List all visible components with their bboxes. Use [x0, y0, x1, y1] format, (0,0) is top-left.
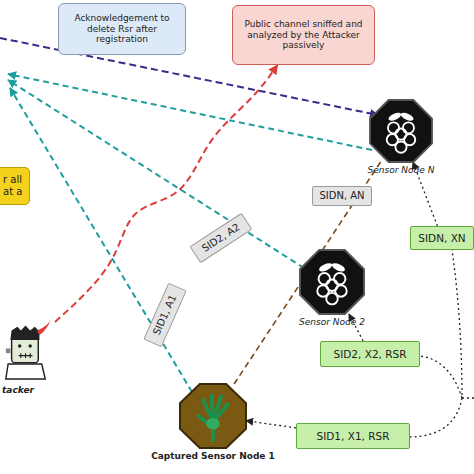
message-box: SID2, X2, RSR	[320, 341, 420, 367]
dotted-wire	[410, 398, 462, 437]
hair-shape	[10, 326, 39, 340]
berry-circle	[319, 273, 331, 285]
octagon-shape	[180, 384, 246, 448]
note-box: Public channel sniffed and analyzed by t…	[232, 5, 375, 65]
node-text: Captured Sensor Node 1	[151, 451, 275, 462]
node-text: Sensor Node 2	[299, 317, 365, 328]
octagon-shape	[370, 100, 432, 162]
attacker-drawing	[6, 318, 51, 379]
body-shape	[6, 364, 45, 379]
octagon-shape	[300, 250, 364, 314]
connector-line	[246, 421, 296, 428]
uplink-line	[8, 80, 304, 268]
horn-shape	[37, 318, 51, 335]
node-text: SIDN, XN	[418, 232, 465, 245]
dotted-wire	[420, 356, 462, 398]
hand-icon	[198, 396, 227, 441]
uplink-line	[8, 74, 372, 150]
node-text: SID1, A1	[151, 293, 179, 337]
sensor-node: Sensor Node 2	[300, 250, 364, 314]
uplink-line	[10, 88, 192, 392]
stitch-mouth	[19, 353, 33, 358]
sensor-node: Sensor Node N	[370, 100, 432, 162]
leaf-shape	[331, 261, 346, 273]
eye-dot	[18, 344, 21, 348]
message-box: SIDN, XN	[410, 226, 474, 250]
uplink-lines	[8, 74, 372, 392]
eye-dot	[28, 344, 31, 348]
dotted-wire	[452, 250, 474, 398]
octagon-outline	[180, 384, 246, 448]
leaf-shape	[318, 261, 333, 273]
leaf-shape	[387, 111, 402, 122]
leaf-shape	[400, 111, 415, 122]
raspberry-icon	[317, 261, 346, 304]
node-text: Sensor Node N	[368, 165, 435, 176]
berry-circle	[395, 142, 406, 153]
berry-circle	[403, 122, 414, 133]
node-text: SID2, X2, RSR	[333, 348, 406, 361]
raspberry-icon	[387, 111, 416, 153]
node-text: SID1, X1, RSR	[316, 430, 389, 443]
message-box: SIDN, AN	[312, 186, 372, 206]
captured-node: Captured Sensor Node 1	[180, 384, 246, 448]
node-text: SIDN, AN	[319, 190, 364, 202]
bolt-shape	[6, 348, 11, 353]
message-box: SID1, A1	[143, 283, 186, 348]
note-box: r all at a	[0, 167, 30, 205]
node-text: SID2, A2	[200, 221, 243, 254]
attacker-illustration	[0, 322, 58, 382]
octagon-outline	[370, 100, 432, 162]
node-text: r all at a	[3, 174, 27, 198]
message-box: SID2, A2	[190, 213, 253, 264]
connector-line	[55, 65, 278, 322]
berry-circle	[326, 293, 338, 305]
attacker-figure: tacker	[0, 322, 58, 382]
note-box: Acknowledgement to delete Rsr after regi…	[58, 3, 186, 55]
message-box: SID1, X1, RSR	[296, 423, 410, 449]
node-text: Acknowledgement to delete Rsr after regi…	[64, 13, 180, 45]
node-text: Public channel sniffed and analyzed by t…	[239, 19, 368, 51]
berry-circle	[334, 273, 346, 285]
berry-circle	[388, 122, 399, 133]
hand-palm	[206, 418, 219, 430]
node-text: tacker	[2, 385, 34, 396]
octagon-outline	[300, 250, 364, 314]
